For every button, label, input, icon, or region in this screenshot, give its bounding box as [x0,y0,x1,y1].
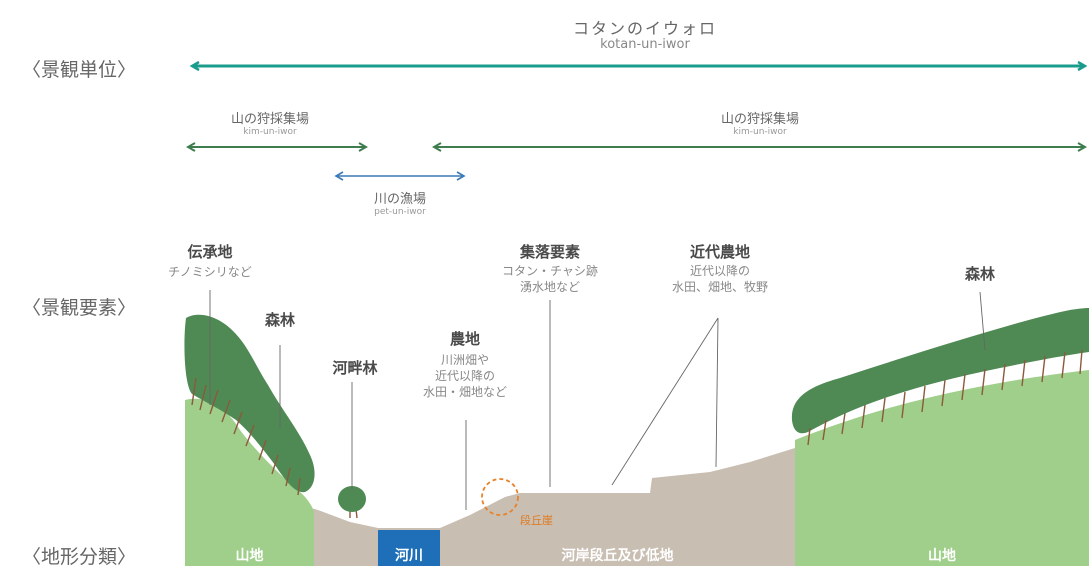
element-farmland-desc-2: 近代以降の [434,369,495,383]
terrace-cliff-circle [481,478,519,516]
landform-tan-left-bar [314,541,378,566]
element-farmland-title: 農地 [449,330,480,348]
element-modern-farmland-desc-1: 近代以降の [689,264,750,278]
landform-terrace-label: 河岸段丘及び低地 [561,548,674,564]
landform-mountain-left-bar [185,541,314,566]
unit-river-fishing-jp: 川の漁場 [373,192,426,207]
element-settlement-title: 集落要素 [519,243,580,261]
mountain-right [795,370,1089,566]
mountain-left [185,398,314,566]
forest-right-canopy [791,308,1089,434]
forest-left-trunks [191,377,301,496]
unit-mountain-left-romaji: kim-un-iwor [243,127,297,137]
landform-mountain-left-label: 山地 [235,548,264,564]
terrace-cliff-label: 段丘崖 [520,514,553,527]
unit-mountain-left-jp: 山の狩採集場 [230,112,309,127]
element-settlement-desc-2: 湧水地など [519,280,580,294]
unit-kotan-jp: コタンのイウォロ [572,19,717,38]
unit-mountain-right-romaji: kim-un-iwor [733,127,787,137]
element-riverside-forest-title: 河畔林 [332,359,378,377]
row-label-elements: 〈景観要素〉 [22,297,137,319]
row-label-units: 〈景観単位〉 [22,59,137,81]
landform-mountain-right-bar [795,541,1089,566]
landform-river-label: 河川 [395,548,423,564]
landform-terrace-bar [440,541,795,566]
forest-left-canopy [184,314,315,493]
unit-river-fishing-romaji: pet-un-iwor [374,207,426,217]
row-label-landform: 〈地形分類〉 [22,546,137,568]
element-forest-right-title: 森林 [964,265,995,283]
element-legend-site-title: 伝承地 [187,243,233,261]
element-modern-farmland-desc-2: 水田、畑地、牧野 [671,280,768,294]
pointer-lines [209,290,986,510]
unit-mountain-right-jp: 山の狩採集場 [720,112,799,127]
forest-right-trunks [807,349,1083,446]
element-farmland-desc-3: 水田・畑地など [422,385,507,399]
element-legend-site-desc: チノミシリなど [168,265,252,279]
landform-mountain-right-label: 山地 [928,548,956,564]
element-farmland-desc-1: 川洲畑や [440,353,489,367]
unit-kotan-romaji: kotan-un-iwor [600,37,690,52]
element-forest-left-title: 森林 [264,311,295,329]
riverside-tree [338,486,366,519]
element-modern-farmland-title: 近代農地 [689,243,750,261]
element-settlement-desc-1: コタン・チャシ跡 [502,264,598,278]
landform-river-bar [378,530,440,566]
